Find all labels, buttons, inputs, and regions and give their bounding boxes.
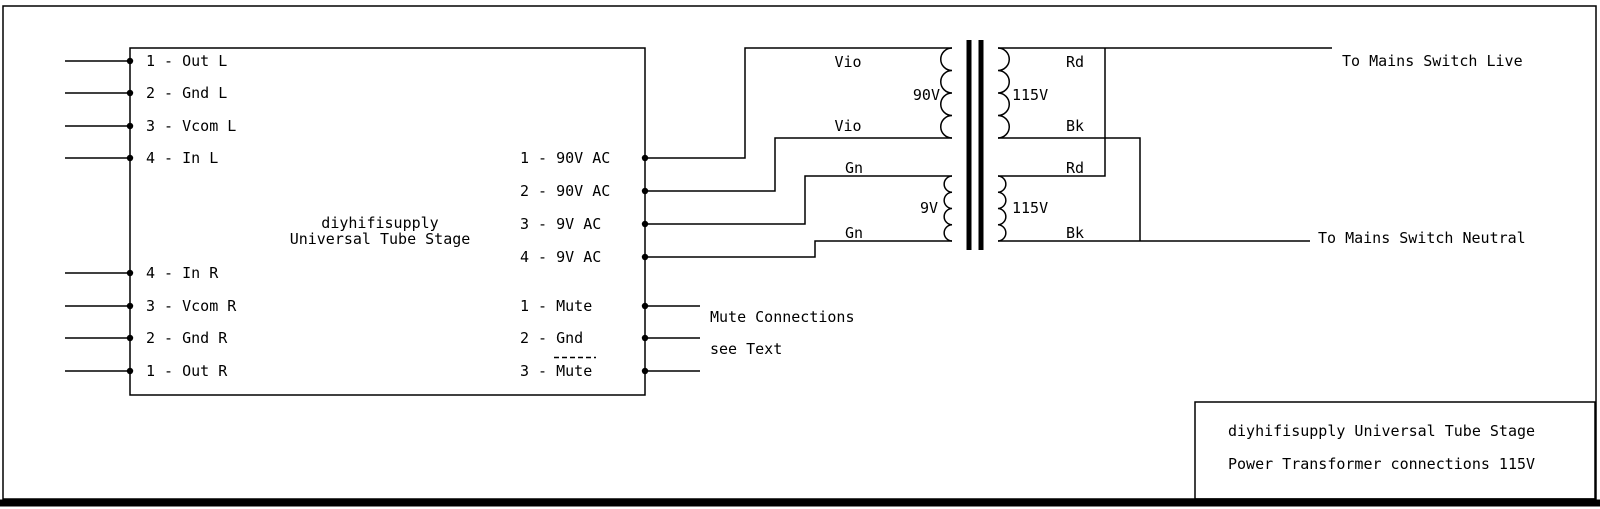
wire-label-rd-2: Rd [1066, 159, 1084, 177]
pin-label-3-9v-ac: 3 - 9V AC [520, 215, 601, 233]
tube-stage-box: diyhifisupply Universal Tube Stage [129, 47, 646, 396]
mains-neutral-label: To Mains Switch Neutral [1318, 229, 1526, 247]
wire-90v-ac-1 [645, 47, 952, 159]
wire-label-bk-2: Bk [1066, 224, 1084, 242]
winding-label-115v-top: 115V [1012, 86, 1048, 104]
title-block-outline [1194, 401, 1596, 500]
pin-label-3-vcom-l: 3 - Vcom L [146, 117, 236, 135]
pin-terminal-dot [126, 302, 134, 310]
mute-note: Mute Connections see Text [710, 308, 855, 358]
wire-90v-ac-2 [645, 137, 952, 192]
wire-9v-ac-3 [645, 175, 952, 225]
wire-rd-bottom-link [998, 48, 1106, 177]
mains-annotations: To Mains Switch Live To Mains Switch Neu… [1318, 52, 1526, 247]
pin-label-4-in-r: 4 - In R [146, 264, 219, 282]
right-ac-pins: 1 - 90V AC 2 - 90V AC 3 - 9V AC 4 - 9V A… [520, 47, 952, 266]
pin-label-2-gnd-r: 2 - Gnd R [146, 329, 228, 347]
pin-label-2-gnd: 2 - Gnd [520, 329, 583, 347]
winding-label-9v: 9V [920, 199, 938, 217]
mute-pins: 1 - Mute 2 - Gnd 3 - Mute [520, 297, 700, 380]
pin-terminal-dot [126, 154, 134, 162]
pin-label-1-out-r: 1 - Out R [146, 362, 228, 380]
wire-9v-ac-4 [645, 240, 952, 258]
box-title-line2: Universal Tube Stage [290, 230, 471, 248]
pin-terminal-dot [126, 122, 134, 130]
wire-label-gn-1: Gn [845, 159, 863, 177]
title-block: diyhifisupply Universal Tube Stage Power… [1194, 401, 1596, 500]
pin-label-2-gnd-l: 2 - Gnd L [146, 84, 227, 102]
winding-115v-top-coil [997, 47, 1010, 139]
winding-115v-bottom-coil [997, 175, 1007, 242]
winding-9v-coil [943, 175, 953, 242]
pin-terminal-dot [126, 269, 134, 277]
page-border [2, 5, 1597, 500]
mute-note-line2: see Text [710, 340, 782, 358]
left-pins: 1 - Out L 2 - Gnd L 3 - Vcom L 4 - In L … [65, 52, 237, 380]
title-block-line1: diyhifisupply Universal Tube Stage [1228, 422, 1535, 440]
winding-label-115v-bottom: 115V [1012, 199, 1048, 217]
mains-live-label: To Mains Switch Live [1342, 52, 1523, 70]
pin-label-4-9v-ac: 4 - 9V AC [520, 248, 601, 266]
winding-label-90v: 90V [913, 86, 940, 104]
pin-label-4-in-l: 4 - In L [146, 149, 218, 167]
pin-terminal-dot [126, 334, 134, 342]
winding-90v-coil [940, 47, 953, 139]
pin-terminal-dot [126, 57, 134, 65]
wire-label-gn-2: Gn [845, 224, 863, 242]
pin-label-3-mute-inverted: 3 - Mute [520, 362, 592, 380]
pin-label-1-90v-ac: 1 - 90V AC [520, 149, 610, 167]
pin-terminal-dot [126, 89, 134, 97]
transformer: Vio Vio Gn Gn 90V 9V Rd Bk Rd Bk 115V 11… [834, 40, 1332, 250]
box-title-line1: diyhifisupply [321, 214, 438, 232]
wire-label-bk-1: Bk [1066, 117, 1084, 135]
title-block-line2: Power Transformer connections 115V [1228, 455, 1535, 473]
wire-label-vio-1: Vio [834, 53, 861, 71]
wire-label-vio-2: Vio [834, 117, 861, 135]
pin-label-2-90v-ac: 2 - 90V AC [520, 182, 610, 200]
wire-label-rd-1: Rd [1066, 53, 1084, 71]
mute-note-line1: Mute Connections [710, 308, 855, 326]
pin-label-1-mute: 1 - Mute [520, 297, 592, 315]
pin-terminal-dot [126, 367, 134, 375]
pin-label-3-vcom-r: 3 - Vcom R [146, 297, 237, 315]
wire-bk-top-link [998, 137, 1141, 241]
pin-label-1-out-l: 1 - Out L [146, 52, 227, 70]
